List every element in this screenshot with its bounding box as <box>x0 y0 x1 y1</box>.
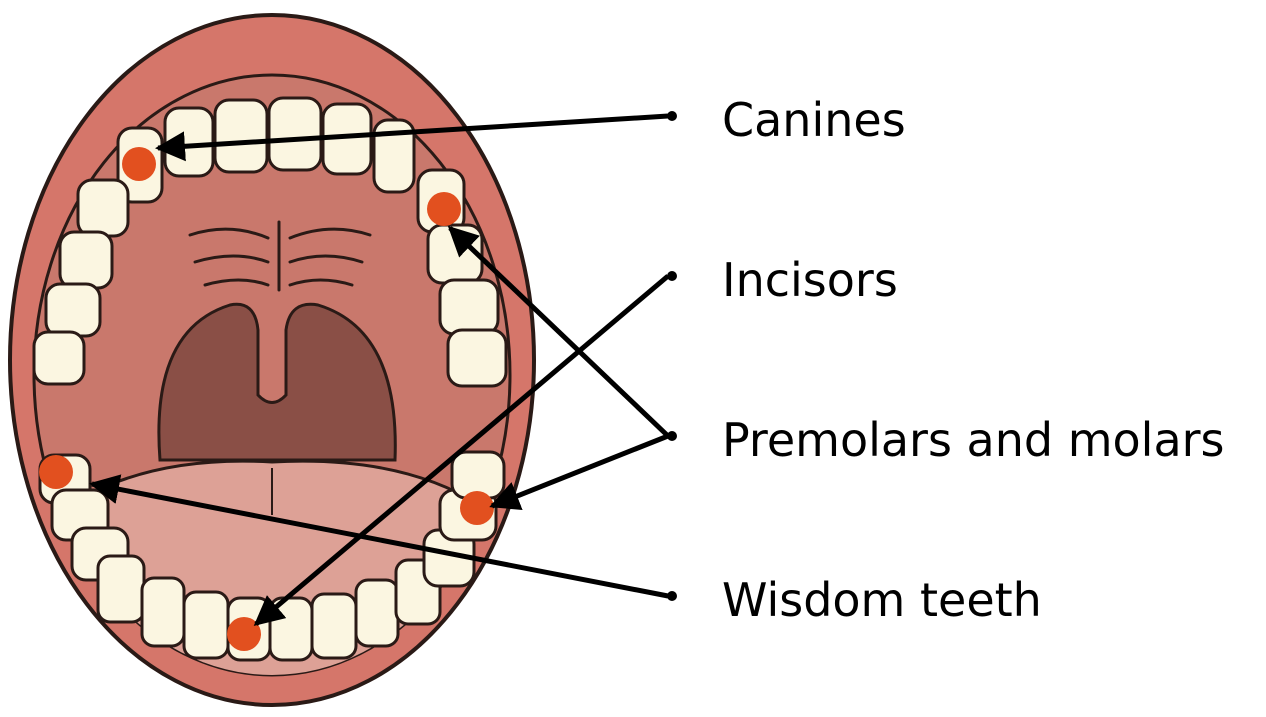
marker-premolar-upper <box>427 192 461 226</box>
bullets <box>667 111 677 601</box>
marker-wisdom <box>39 455 73 489</box>
label-wisdom-teeth: Wisdom teeth <box>722 577 1042 623</box>
label-premolars-and-molars: Premolars and molars <box>722 417 1225 463</box>
marker-molar-lower <box>460 491 494 525</box>
label-canines: Canines <box>722 97 906 143</box>
label-incisors: Incisors <box>722 257 898 303</box>
marker-canine <box>122 147 156 181</box>
